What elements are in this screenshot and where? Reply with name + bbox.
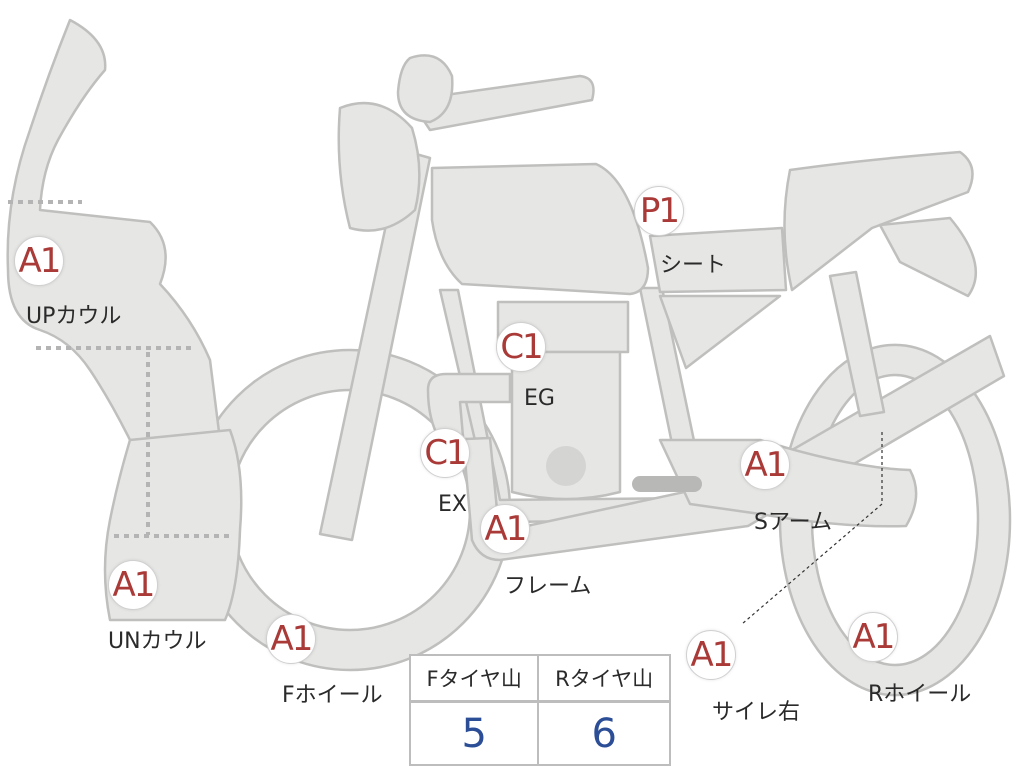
foot-peg bbox=[632, 476, 702, 492]
tire-table-header-row: Fタイヤ山 Rタイヤ山 bbox=[408, 654, 671, 703]
swing-arm bbox=[658, 438, 918, 528]
mirror bbox=[396, 54, 454, 124]
side-cover bbox=[658, 294, 782, 370]
tire-table-value-row: 5 6 bbox=[408, 700, 671, 766]
rear-shock bbox=[828, 270, 886, 418]
frame-label: フレーム bbox=[504, 574, 592, 599]
silencer-grade: A1 bbox=[686, 630, 736, 680]
tail-light bbox=[878, 216, 977, 298]
f-wheel-label: Fホイール bbox=[282, 683, 383, 708]
frame-grade: A1 bbox=[480, 504, 530, 554]
handlebar bbox=[408, 74, 595, 132]
eg-label: EG bbox=[524, 386, 555, 411]
front-fork bbox=[318, 148, 432, 542]
un-cowl-grade: A1 bbox=[108, 560, 158, 610]
tail-cowl bbox=[783, 150, 974, 292]
seat-grade: P1 bbox=[634, 186, 684, 236]
headlight bbox=[337, 101, 421, 232]
silencer-leader-line bbox=[741, 432, 883, 625]
engine-block bbox=[510, 350, 622, 501]
seat-label: シート bbox=[660, 253, 727, 278]
rear-tire-value: 6 bbox=[537, 700, 671, 766]
front-tire-header: Fタイヤ山 bbox=[408, 654, 540, 703]
f-wheel-grade: A1 bbox=[266, 614, 316, 664]
engine-cover bbox=[546, 446, 586, 486]
eg-grade: C1 bbox=[496, 322, 546, 372]
ex-label: EX bbox=[438, 492, 467, 517]
r-wheel-grade: A1 bbox=[848, 612, 898, 662]
s-arm-label: Sアーム bbox=[754, 510, 832, 535]
un-cowl-label: UNカウル bbox=[108, 629, 207, 654]
seat bbox=[648, 226, 788, 294]
ex-grade: C1 bbox=[420, 428, 470, 478]
up-cowl-label: UPカウル bbox=[26, 304, 122, 329]
tire-tread-table: Fタイヤ山 Rタイヤ山 5 6 bbox=[408, 654, 671, 766]
s-arm-grade: A1 bbox=[740, 440, 790, 490]
front-tire-value: 5 bbox=[408, 700, 540, 766]
upper-cowl bbox=[6, 18, 222, 442]
silencer-label: サイレ右 bbox=[712, 700, 801, 725]
up-cowl-grade: A1 bbox=[14, 236, 64, 286]
rear-tire-header: Rタイヤ山 bbox=[537, 654, 671, 703]
r-wheel-label: Rホイール bbox=[868, 682, 972, 707]
fuel-tank bbox=[430, 162, 650, 296]
